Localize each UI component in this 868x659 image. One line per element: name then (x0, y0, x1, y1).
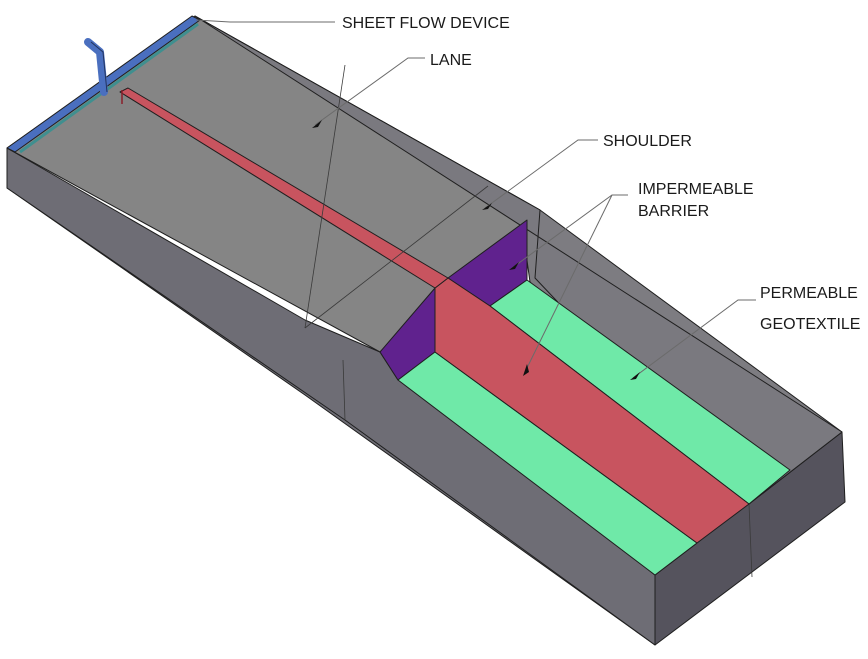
label-lane: LANE (430, 52, 472, 69)
leader-sheet-flow-device (195, 19, 335, 23)
label-shoulder: SHOULDER (603, 133, 692, 150)
sheet-flow-device-riser-outline (90, 41, 108, 93)
label-geotextile: GEOTEXTILE (760, 316, 860, 333)
leader-impermeable-barrier-2 (524, 194, 613, 373)
arrow-lane (312, 120, 322, 128)
leader-lane (314, 57, 425, 126)
arrow-impermeable-2 (523, 364, 529, 376)
left-wall-vertical-seam (342, 359, 346, 421)
label-barrier: BARRIER (638, 203, 709, 220)
leader-shoulder (484, 139, 598, 209)
shoulder-edge-line (304, 185, 489, 329)
arrow-permeable (630, 372, 640, 380)
lane-shoulder-seam (304, 64, 346, 329)
impermeable-barrier-red-strip (119, 87, 449, 289)
arrow-shoulder (482, 203, 492, 210)
arrow-impermeable-1 (509, 262, 519, 270)
label-sheet-flow-device: SHEET FLOW DEVICE (342, 15, 510, 32)
sheet-flow-device-teal-line (19, 22, 199, 154)
label-impermeable: IMPERMEABLE (638, 181, 754, 198)
leader-permeable-geotextile (632, 299, 756, 379)
sheet-flow-device-riser-pipe (84, 38, 108, 96)
front-end-seam (748, 503, 753, 578)
label-permeable: PERMEABLE (760, 285, 858, 302)
